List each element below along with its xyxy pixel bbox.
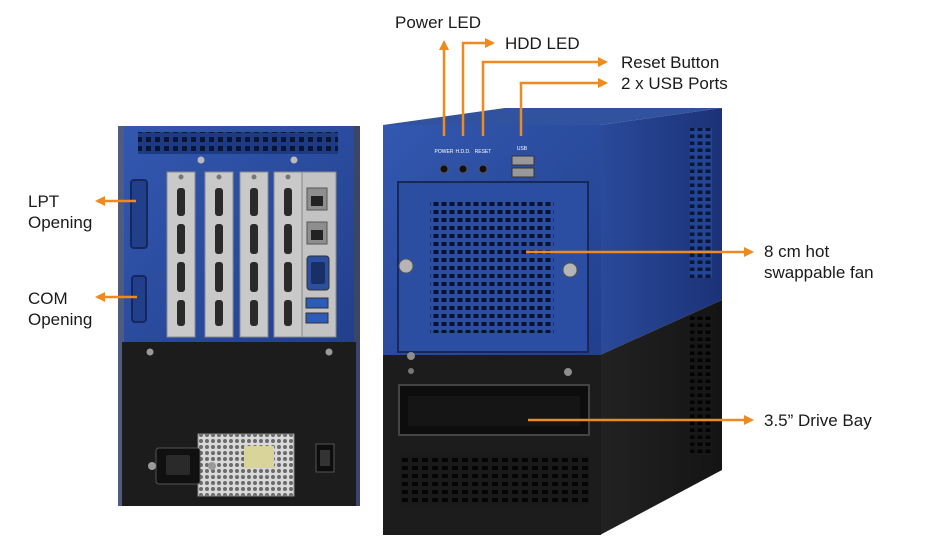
label-com-opening: COM Opening	[28, 289, 93, 329]
label-drive-bay: 3.5” Drive Bay	[764, 411, 872, 430]
label-power-led: Power LED	[395, 13, 481, 32]
arrow-hdd-led	[461, 38, 495, 136]
front-view-chassis: POWER H.D.D. RESET USB	[383, 108, 722, 535]
front-black-panel	[383, 355, 601, 535]
hdd-led	[458, 164, 468, 174]
label-lpt-opening: LPT Opening	[28, 192, 93, 232]
rear-top-vents	[138, 132, 338, 154]
lpt-opening	[130, 179, 148, 249]
rear-view-chassis	[118, 126, 360, 506]
com-opening	[131, 275, 147, 323]
reset-button	[478, 164, 488, 174]
arrow-usb-ports	[519, 78, 608, 136]
usb-text: USB	[517, 146, 528, 152]
rear-io-ports	[301, 171, 337, 338]
arrow-reset-button	[481, 57, 608, 136]
label-hdd-led: HDD LED	[505, 34, 580, 53]
label-usb-ports: 2 x USB Ports	[621, 74, 728, 93]
reset-text: RESET	[475, 149, 492, 155]
fan-grille	[430, 198, 554, 333]
side-vents-upper	[690, 128, 712, 278]
hdd-text: H.D.D.	[456, 149, 471, 155]
label-fan: 8 cm hot swappable fan	[764, 242, 874, 282]
power-led	[439, 164, 449, 174]
callout-arrows	[95, 38, 754, 425]
usb-port-2	[511, 167, 535, 178]
label-reset-button: Reset Button	[621, 53, 720, 72]
front-controls: POWER H.D.D. RESET USB	[435, 146, 535, 178]
expansion-slots	[166, 171, 303, 338]
fan-door-thumbscrew-right	[562, 262, 578, 278]
front-bottom-vents	[400, 455, 590, 505]
fan-door-thumbscrew-left	[398, 258, 414, 274]
usb-port-1	[511, 155, 535, 166]
side-vents-lower	[690, 315, 712, 455]
power-text: POWER	[435, 149, 454, 155]
